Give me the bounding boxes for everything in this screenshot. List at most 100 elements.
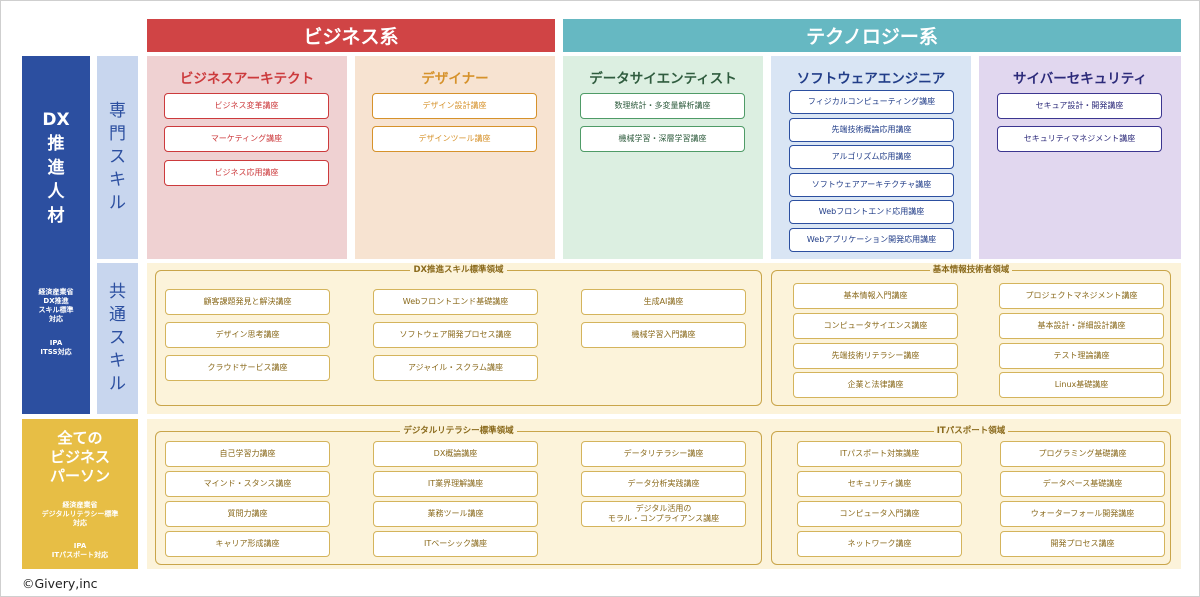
- course-item[interactable]: プロジェクトマネジメント講座: [999, 283, 1164, 309]
- course-item[interactable]: クラウドサービス講座: [165, 355, 330, 381]
- column-title: データサイエンティスト: [589, 71, 737, 87]
- dx-title-line: 進: [47, 158, 65, 178]
- course-item[interactable]: ウォーターフォール開発講座: [1000, 501, 1165, 527]
- course-item[interactable]: ビジネス変革講座: [164, 93, 329, 119]
- course-item[interactable]: 顧客課題発見と解決講座: [165, 289, 330, 315]
- course-item[interactable]: ITベーシック講座: [373, 531, 538, 557]
- course-item[interactable]: デジタル活用の モラル・コンプライアンス講座: [581, 501, 746, 527]
- course-item[interactable]: コンピュータ入門講座: [797, 501, 962, 527]
- course-item[interactable]: Linux基礎講座: [999, 372, 1164, 398]
- note-line: 対応: [73, 519, 87, 527]
- technology-header: テクノロジー系: [563, 19, 1181, 52]
- dx-standard-area: DX推進スキル標準領域 顧客課題発見と解決講座 デザイン思考講座 クラウドサービ…: [155, 265, 762, 406]
- note-line: スキル標準: [38, 306, 74, 314]
- all-business-persons-title: 全ての ビジネス パーソン: [22, 429, 138, 486]
- course-item[interactable]: Webフロントエンド基礎講座: [373, 289, 538, 315]
- vertical-char: ル: [109, 193, 126, 213]
- vertical-char: 専: [109, 101, 126, 121]
- digital-literacy-note: 経済産業省 デジタルリテラシー標準 対応: [22, 501, 138, 528]
- course-item[interactable]: デザイン思考講座: [165, 322, 330, 348]
- area-label-text: 基本情報技術者領域: [929, 265, 1013, 275]
- course-item[interactable]: セキュア設計・開発講座: [997, 93, 1162, 119]
- it-passport-area: ITパスポート領域 ITパスポート対策講座 セキュリティ講座 コンピュータ入門講…: [771, 426, 1171, 565]
- area-label: DX推進スキル標準領域: [156, 264, 761, 276]
- course-item[interactable]: データリテラシー講座: [581, 441, 746, 467]
- area-label: ITパスポート領域: [772, 425, 1170, 437]
- vertical-char: ル: [109, 374, 126, 394]
- dx-ipa-note: IPA ITSS対応: [22, 339, 90, 357]
- all-business-persons-block: 全ての ビジネス パーソン 経済産業省 デジタルリテラシー標準 対応 IPA I…: [22, 419, 138, 569]
- course-item[interactable]: ソフトウェアアーキテクチャ講座: [789, 173, 954, 197]
- column-title: サイバーセキュリティ: [1013, 71, 1147, 87]
- digital-literacy-area: デジタルリテラシー標準領域 自己学習力講座 マインド・スタンス講座 質問力講座 …: [155, 426, 762, 565]
- dx-title-line: 材: [47, 206, 65, 226]
- fundamental-it-engineer-area: 基本情報技術者領域 基本情報入門講座 コンピュータサイエンス講座 先端技術リテラ…: [771, 265, 1171, 406]
- course-item[interactable]: 機械学習・深層学習講座: [580, 126, 745, 152]
- course-item[interactable]: IT業界理解講座: [373, 471, 538, 497]
- dx-title-line: DX: [42, 110, 70, 130]
- dx-standard-note: 経済産業省 DX推進 スキル標準 対応: [22, 288, 90, 324]
- course-item[interactable]: 企業と法律講座: [793, 372, 958, 398]
- area-label: デジタルリテラシー標準領域: [156, 425, 761, 437]
- course-item[interactable]: アルゴリズム応用講座: [789, 145, 954, 169]
- column-title: ビジネスアーキテクト: [179, 71, 315, 87]
- course-item[interactable]: 先端技術リテラシー講座: [793, 343, 958, 369]
- course-item[interactable]: データ分析実践講座: [581, 471, 746, 497]
- course-item[interactable]: 数理統計・多変量解析講座: [580, 93, 745, 119]
- course-item[interactable]: プログラミング基礎講座: [1000, 441, 1165, 467]
- note-line: デジタルリテラシー標準: [41, 510, 119, 518]
- course-item[interactable]: データベース基礎講座: [1000, 471, 1165, 497]
- course-item[interactable]: DX概論講座: [373, 441, 538, 467]
- vertical-char: ス: [109, 328, 126, 348]
- course-item[interactable]: デザインツール講座: [372, 126, 537, 152]
- title-line: 全ての: [57, 429, 103, 447]
- dx-title-line: 推: [47, 134, 65, 154]
- course-item[interactable]: ネットワーク講座: [797, 531, 962, 557]
- course-item[interactable]: 業務ツール講座: [373, 501, 538, 527]
- course-item[interactable]: セキュリティ講座: [797, 471, 962, 497]
- course-item[interactable]: アジャイル・スクラム講座: [373, 355, 538, 381]
- course-item[interactable]: マインド・スタンス講座: [165, 471, 330, 497]
- course-item[interactable]: キャリア形成講座: [165, 531, 330, 557]
- course-item[interactable]: フィジカルコンピューティング講座: [789, 90, 954, 114]
- course-item[interactable]: ITパスポート対策講座: [797, 441, 962, 467]
- course-item[interactable]: マーケティング講座: [164, 126, 329, 152]
- area-label-text: デジタルリテラシー標準領域: [400, 426, 517, 436]
- course-item[interactable]: セキュリティマネジメント講座: [997, 126, 1162, 152]
- course-item[interactable]: Webフロントエンド応用講座: [789, 200, 954, 224]
- course-item[interactable]: 基本設計・詳細設計講座: [999, 313, 1164, 339]
- course-item[interactable]: 生成AI講座: [581, 289, 746, 315]
- course-item[interactable]: デザイン設計講座: [372, 93, 537, 119]
- note-line: IPA: [49, 339, 63, 347]
- course-item[interactable]: 質問力講座: [165, 501, 330, 527]
- vertical-char: 共: [109, 282, 126, 302]
- course-item[interactable]: 自己学習力講座: [165, 441, 330, 467]
- common-skills-label: 共 通 ス キ ル: [97, 263, 138, 414]
- designer-column: デザイナー デザイン設計講座 デザインツール講座: [355, 56, 555, 259]
- note-line: IPA: [73, 542, 87, 550]
- business-architect-column: ビジネスアーキテクト ビジネス変革講座 マーケティング講座 ビジネス応用講座: [147, 56, 347, 259]
- course-item[interactable]: 機械学習入門講座: [581, 322, 746, 348]
- course-item[interactable]: ビジネス応用講座: [164, 160, 329, 186]
- note-line: 経済産業省: [38, 288, 74, 296]
- vertical-char: 門: [109, 124, 126, 144]
- note-line: 対応: [49, 315, 63, 323]
- course-item[interactable]: 基本情報入門講座: [793, 283, 958, 309]
- note-line: ITパスポート対応: [51, 551, 109, 559]
- course-item[interactable]: テスト理論講座: [999, 343, 1164, 369]
- area-label-text: ITパスポート領域: [933, 426, 1009, 436]
- it-passport-note: IPA ITパスポート対応: [22, 542, 138, 560]
- vertical-char: キ: [109, 170, 126, 190]
- course-item[interactable]: 開発プロセス講座: [1000, 531, 1165, 557]
- column-title: デザイナー: [421, 71, 489, 87]
- column-title: ソフトウェアエンジニア: [796, 71, 946, 87]
- data-scientist-column: データサイエンティスト 数理統計・多変量解析講座 機械学習・深層学習講座: [563, 56, 763, 259]
- course-item[interactable]: Webアプリケーション開発応用講座: [789, 228, 954, 252]
- course-item[interactable]: 先端技術概論応用講座: [789, 118, 954, 142]
- cyber-security-column: サイバーセキュリティ セキュア設計・開発講座 セキュリティマネジメント講座: [979, 56, 1181, 259]
- title-line: パーソン: [49, 467, 110, 485]
- note-line: ITSS対応: [40, 348, 72, 356]
- dx-talent-title: DX 推 進 人 材: [22, 108, 90, 228]
- course-item[interactable]: コンピュータサイエンス講座: [793, 313, 958, 339]
- course-item[interactable]: ソフトウェア開発プロセス講座: [373, 322, 538, 348]
